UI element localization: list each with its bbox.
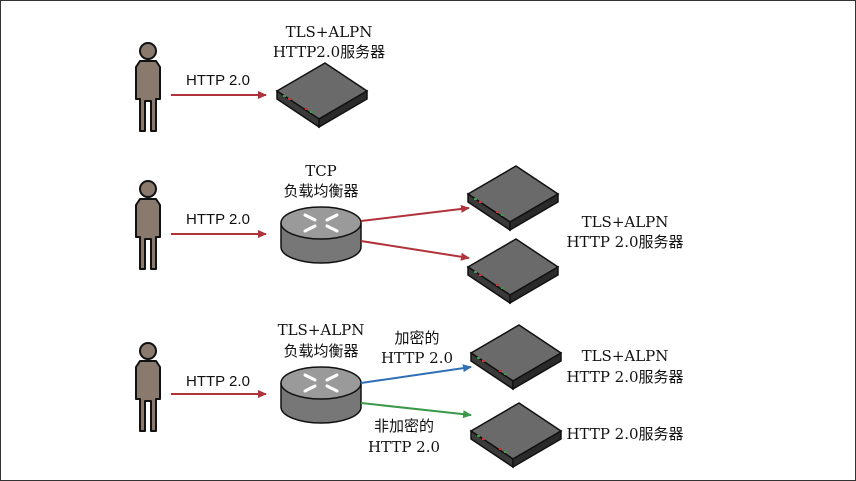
unencrypted-label-line1: 非加密的 [374,417,434,435]
balancer-label-line1: TCP [305,162,337,180]
server-b-icon [467,238,559,304]
row-2: HTTP 2.0 TCP 负载均衡器 TLS+ALPN HTTP 2.0服务器 [135,162,684,304]
server-a-label-line2: HTTP 2.0服务器 [566,368,683,386]
server-a-icon [470,324,562,390]
client-protocol-label: HTTP 2.0 [186,72,250,89]
client-person-icon [135,342,161,432]
server-label-line2: HTTP2.0服务器 [273,43,385,61]
load-balancer-icon [279,365,363,425]
encrypted-label-line1: 加密的 [394,329,439,347]
server-b-icon [470,402,562,468]
server-b-label: HTTP 2.0服务器 [566,425,683,443]
row-1: HTTP 2.0 TLS+ALPN HTTP2.0服务器 [135,23,385,132]
balancer-to-server-b-arrow [360,240,470,261]
client-protocol-label: HTTP 2.0 [186,373,250,390]
client-person-icon [135,180,161,270]
unencrypted-arrow [360,402,472,419]
row-3: HTTP 2.0 TLS+ALPN 负载均衡器 加密的 HTTP 2.0 非加密… [135,321,684,468]
client-person-icon [135,42,161,132]
server-label-line1: TLS+ALPN [582,213,669,231]
balancer-to-server-a-arrow [360,204,470,222]
server-icon [276,62,368,128]
load-balancer-icon [279,205,363,265]
unencrypted-label-line2: HTTP 2.0 [368,438,440,456]
encrypted-arrow [360,364,472,384]
client-protocol-label: HTTP 2.0 [186,211,250,228]
server-a-label-line1: TLS+ALPN [582,347,669,365]
server-label-line2: HTTP 2.0服务器 [566,233,683,251]
server-label-line1: TLS+ALPN [286,23,373,41]
balancer-label-line2: 负载均衡器 [283,342,358,360]
encrypted-label-line2: HTTP 2.0 [381,349,453,367]
balancer-label-line1: TLS+ALPN [278,321,365,339]
balancer-label-line2: 负载均衡器 [283,182,358,200]
server-a-icon [467,165,559,231]
